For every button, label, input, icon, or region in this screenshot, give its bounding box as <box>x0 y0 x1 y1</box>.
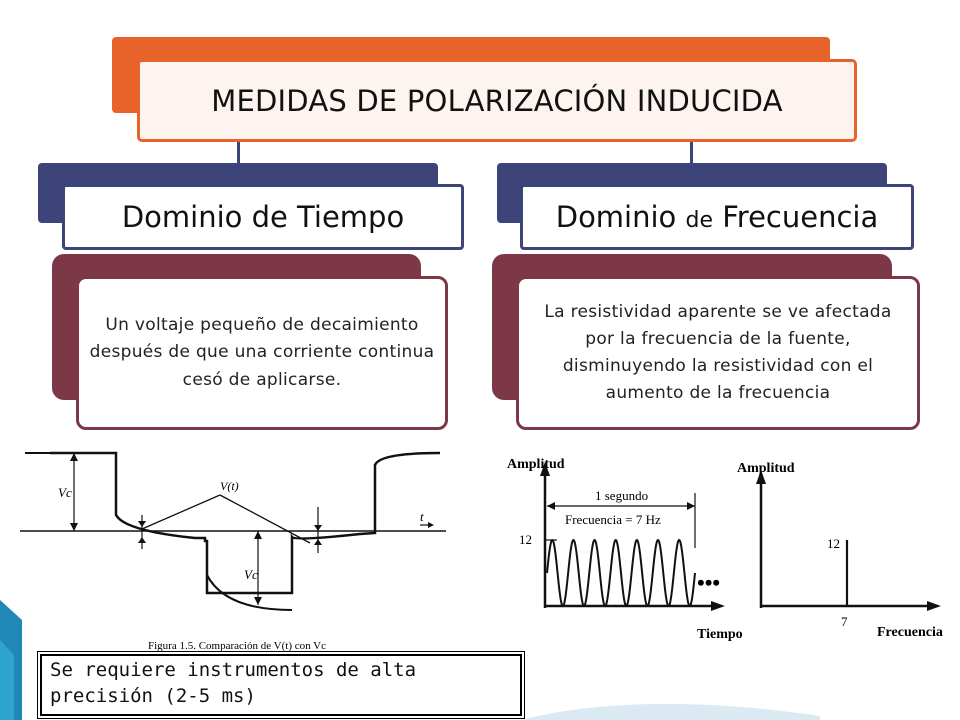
amplitude-value: 12 <box>519 532 532 547</box>
left-xlabel: Tiempo <box>697 627 743 642</box>
response-waveform <box>50 451 441 595</box>
corner-decoration-left <box>0 600 22 720</box>
vt-line-left <box>141 494 221 530</box>
frequency-domain-figure: Amplitud 1 segundo Frecuencia = 7 Hz 12 … <box>507 457 943 642</box>
vt-line-right <box>219 494 311 544</box>
figure-caption: Figura 1.5. Comparación de V(t) con Vc <box>148 640 326 652</box>
right-heading-part-3: Frecuencia <box>713 200 879 234</box>
vc-top-label: Vc <box>58 485 72 500</box>
left-heading-box: Dominio de Tiempo <box>62 184 464 250</box>
period-label: 1 segundo <box>595 488 648 503</box>
page-title: MEDIDAS DE POLARIZACIÓN INDUCIDA <box>211 83 783 118</box>
sine-wave <box>546 538 696 608</box>
t-label: t <box>420 509 424 524</box>
left-description-box: Un voltaje pequeño de decaimiento despué… <box>76 276 448 430</box>
right-heading-part-1: Dominio <box>555 200 686 234</box>
left-ylabel: Amplitud <box>507 457 565 472</box>
precision-note: Se requiere instrumentos de alta precisi… <box>50 659 417 707</box>
ellipsis: ••• <box>697 570 720 595</box>
bottom-wave-decoration <box>520 703 820 720</box>
negative-response-curve <box>206 574 293 611</box>
vc-bottom-label: Vc <box>244 567 258 582</box>
right-heading-part-2: de <box>685 208 714 233</box>
precision-note-box: Se requiere instrumentos de alta precisi… <box>37 651 525 719</box>
left-heading: Dominio de Tiempo <box>121 200 405 234</box>
right-heading: Dominio de Frecuencia <box>556 200 879 234</box>
vt-label: V(t) <box>220 479 239 493</box>
right-xlabel: Frecuencia <box>877 625 943 640</box>
connector-right <box>690 140 693 165</box>
left-description: Un voltaje pequeño de decaimiento despué… <box>89 315 435 390</box>
right-amplitude-value: 12 <box>827 536 840 551</box>
right-description-box: La resistividad aparente se ve afectada … <box>516 276 920 430</box>
connector-left <box>237 140 240 165</box>
right-heading-box: Dominio de Frecuencia <box>520 184 914 250</box>
right-description: La resistividad aparente se ve afectada … <box>544 301 892 404</box>
right-ylabel: Amplitud <box>737 461 795 476</box>
time-domain-figure: Vc V(t) t Vc Figura 1.5. Comparación de … <box>20 451 446 652</box>
right-frequency-value: 7 <box>841 614 848 629</box>
title-box: MEDIDAS DE POLARIZACIÓN INDUCIDA <box>137 59 857 142</box>
frequency-label: Frecuencia = 7 Hz <box>565 512 661 527</box>
